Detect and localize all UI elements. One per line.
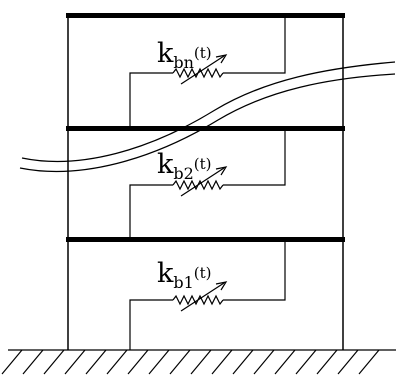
ground-hatch-line [148,349,170,375]
ground-hatch-line [232,349,254,375]
ground-hatch-line [169,349,191,375]
ground-hatch-line [337,349,359,375]
roof-beam [66,13,345,18]
ground-hatch-line [22,349,44,375]
stiffness-label-story-n: kbn(t) [157,38,212,72]
ground-hatch-line [211,349,233,375]
ground-hatch-line [316,349,338,375]
floor-beam-1 [66,237,345,242]
spring-story-2 [129,131,286,238]
ground-hatch-line [106,349,128,375]
ground-hatch-line [127,349,149,375]
spring-story-1 [129,242,286,350]
ground-hatch-line [1,349,23,375]
ground-hatch-line [274,349,296,375]
ground-hatch-line [190,349,212,375]
ground-hatch-line [64,349,86,375]
spring-story-n [129,18,286,127]
break-symbol [19,61,396,173]
frame-columns [67,15,344,350]
floor-beam-2 [66,126,345,131]
ground-hatch-line [295,349,317,375]
ground-hatch [1,349,396,375]
ground-hatch-line [358,349,380,375]
ground-hatch-line [43,349,65,375]
floor-beams [66,13,345,242]
stiffness-label-story-2: kb2(t) [157,149,212,183]
ground-hatch-line [85,349,107,375]
ground-hatch-line [253,349,275,375]
stiffness-label-story-1: kb1(t) [157,258,212,292]
